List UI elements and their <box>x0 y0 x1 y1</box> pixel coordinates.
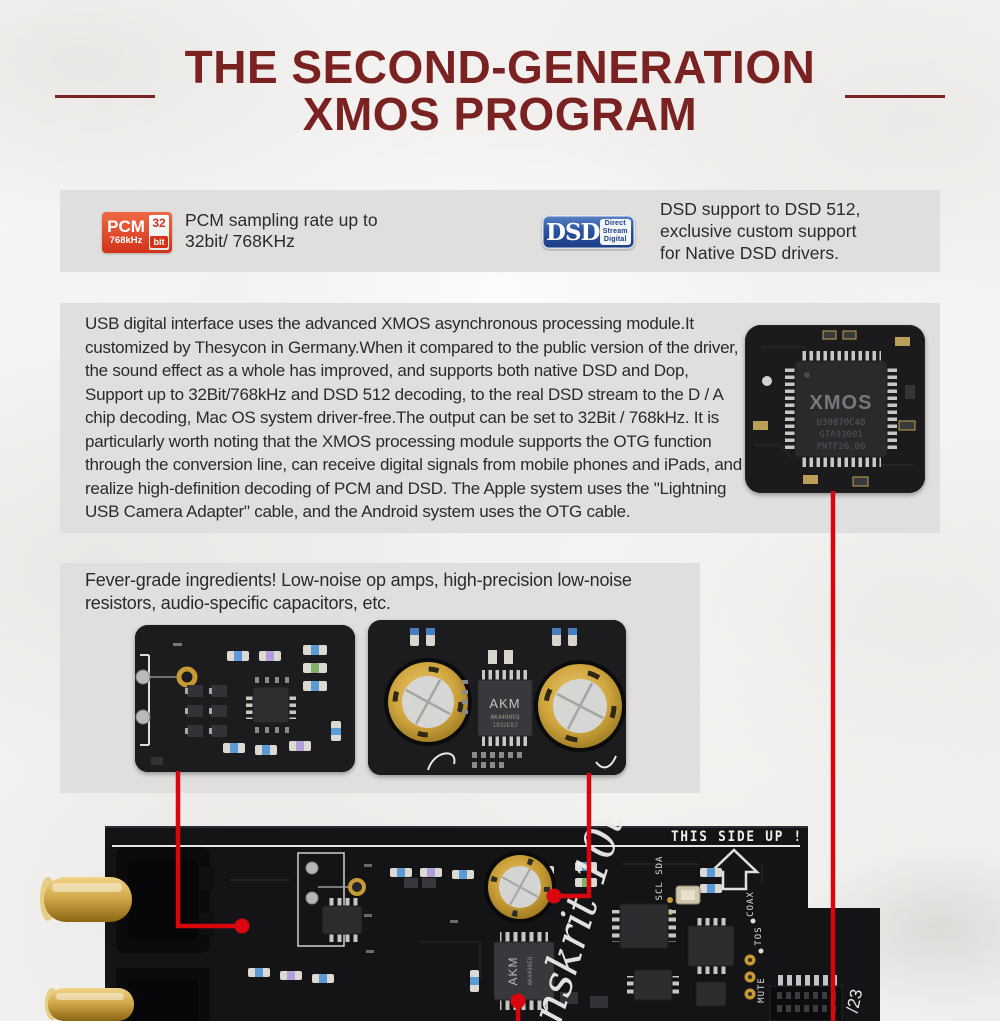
dsd-badge: DSD Direct Stream Digital <box>542 215 635 249</box>
xmos-chip-marking1: U30870C40 <box>817 418 866 428</box>
badges-panel: PCM 768kHz 32 bit PCM sampling rate up t… <box>60 190 940 272</box>
dsd-caption-line2: exclusive custom support <box>660 221 857 241</box>
pcm-badge-left: PCM 768kHz <box>105 215 147 250</box>
xmos-chip-marking3: PNTF26.00 <box>817 442 866 452</box>
page-title: THE SECOND-GENERATION XMOS PROGRAM <box>0 44 1000 138</box>
xmos-qfp-chip: XMOS U30870C40 GTA93001 PNTF26.00 <box>785 351 897 467</box>
title-dash-right <box>845 95 945 98</box>
pcb-left-illustration <box>135 625 355 772</box>
akm-lot-text: 1932E8J <box>492 722 517 729</box>
smd-components <box>753 330 916 487</box>
pcb-closeup-left <box>135 625 355 772</box>
pcm-badge: PCM 768kHz 32 bit <box>102 212 172 253</box>
pcb-right-illustration: AKM AK4490EQ 1932E8J <box>368 620 626 775</box>
xmos-logo-text: XMOS <box>810 392 873 414</box>
dsd-word-stream: Stream <box>602 228 628 235</box>
pcm-label: PCM <box>107 217 145 236</box>
fever-panel: Fever-grade ingredients! Low-noise op am… <box>60 563 700 793</box>
pcm-freq-label: 768kHz <box>109 235 143 246</box>
pcm-caption-line2: 32bit/ 768KHz <box>185 231 295 251</box>
capacitor-right <box>534 660 626 752</box>
silkscreen-script-fragment <box>427 752 617 771</box>
akm-part-text: AK4490EQ <box>491 714 520 721</box>
akm-chip: AKM AK4490EQ 1932E8J <box>477 670 533 746</box>
dsd-caption-line1: DSD support to DSD 512, <box>660 199 861 219</box>
pcm-bit-word: bit <box>150 236 168 248</box>
smd-components <box>410 628 577 768</box>
capacitor-left <box>384 658 472 746</box>
pcm-badge-right: 32 bit <box>149 215 169 250</box>
pcm-bits-label: 32 <box>152 216 166 230</box>
dsd-word-digital: Digital <box>603 236 627 243</box>
dsd-label: DSD <box>546 218 601 246</box>
soic-chip <box>246 677 296 733</box>
pcm-caption: PCM sampling rate up to 32bit/ 768KHz <box>185 210 378 252</box>
xmos-panel: USB digital interface uses the advanced … <box>60 303 940 533</box>
fever-text: Fever-grade ingredients! Low-noise op am… <box>85 570 632 613</box>
page-title-line1: THE SECOND-GENERATION <box>184 41 816 93</box>
dsd-word-direct: Direct <box>604 220 626 227</box>
pcb-closeup-right: AKM AK4490EQ 1932E8J <box>368 620 626 775</box>
dsd-caption-line3: for Native DSD drivers. <box>660 243 839 263</box>
xmos-chip-marking2: GTA93001 <box>819 430 862 440</box>
dsd-logo-box: Direct Stream Digital <box>599 219 631 245</box>
resistors <box>223 645 341 755</box>
xmos-chip-photo: XMOS U30870C40 GTA93001 PNTF26.00 <box>745 325 925 493</box>
via-pad <box>762 376 772 386</box>
transistor-array <box>185 685 227 737</box>
dsd-caption: DSD support to DSD 512, exclusive custom… <box>660 198 910 264</box>
xmos-chip-illustration: XMOS U30870C40 GTA93001 PNTF26.00 <box>745 325 925 493</box>
gold-pad <box>176 666 198 688</box>
title-dash-left <box>55 95 155 98</box>
pcm-caption-line1: PCM sampling rate up to <box>185 210 378 230</box>
xmos-paragraph: USB digital interface uses the advanced … <box>85 314 742 521</box>
page-title-line2: XMOS PROGRAM <box>302 88 698 140</box>
akm-logo-text: AKM <box>489 696 520 711</box>
